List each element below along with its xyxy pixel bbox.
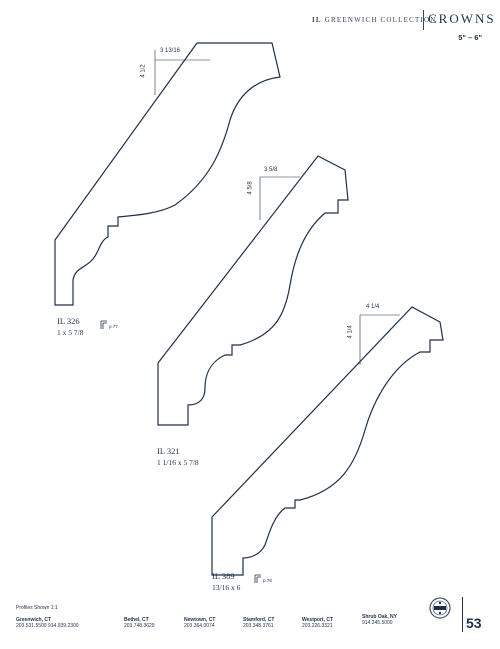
location-westport: Westport, CT 203.226.3321: [302, 617, 333, 629]
location-city: Bethel, CT: [124, 617, 149, 623]
profile-code-326: IL 326: [57, 316, 80, 326]
profile-size-321: 1 1/16 x 5 7/8: [157, 458, 199, 467]
brand-mark: IL: [312, 16, 322, 24]
location-shrub-oak: Shrub Oak, NY 914.245.5000: [362, 614, 397, 626]
size-range: 5" – 6": [458, 33, 482, 42]
profile-code-321: IL 321: [157, 446, 180, 456]
location-bethel: Bethel, CT 203.748.3629: [124, 617, 155, 629]
location-phone: 203.748.3629: [124, 623, 155, 629]
location-phone: 203.364.0074: [184, 623, 215, 629]
location-city: Newtown, CT: [184, 617, 216, 623]
location-newtown: Newtown, CT 203.364.0074: [184, 617, 215, 629]
dim-width-326: 3 13/16: [160, 48, 181, 54]
location-city: Stamford, CT: [243, 617, 275, 623]
collection-name: GREENWICH COLLECTION: [324, 16, 437, 24]
location-phone: 203.226.3321: [302, 623, 333, 629]
section-title: CROWNS: [428, 11, 496, 26]
profile-code-389: IL 389: [212, 571, 235, 581]
page-ref-389[interactable]: p.78: [263, 578, 272, 583]
profile-il389-outline: [211, 306, 444, 576]
page-ref-icon: [100, 320, 107, 329]
profile-il321-outline: [157, 155, 349, 426]
header-divider: [423, 10, 424, 30]
profile-size-389: 13/16 x 6: [212, 583, 241, 592]
location-phone: 203.348.3761: [243, 623, 274, 629]
dim-height-326: 4 1/2: [140, 64, 147, 78]
dim-width-321: 3 5/8: [264, 167, 278, 173]
scale-note: Profiles Shown 1:1: [16, 605, 58, 611]
location-phone: 914.245.5000: [362, 620, 393, 626]
company-seal-icon: [429, 597, 451, 619]
location-city: Greenwich, CT: [16, 617, 52, 623]
page-number: 53: [466, 615, 482, 631]
location-stamford: Stamford, CT 203.348.3761: [243, 617, 274, 629]
dim-height-389: 4 1/4: [347, 325, 354, 339]
page-number-divider: [462, 597, 463, 632]
location-city: Shrub Oak, NY: [362, 614, 398, 620]
location-city: Westport, CT: [302, 617, 334, 623]
page-ref-326[interactable]: p.77: [109, 324, 118, 329]
location-phone: 203.531.5500 914.939.2300: [16, 623, 79, 629]
dim-width-389: 4 1/4: [366, 304, 380, 310]
dim-height-321: 4 5/8: [247, 181, 254, 195]
profile-il326-outline: [54, 42, 281, 306]
page-ref-icon: [254, 574, 261, 583]
profile-size-326: 1 x 5 7/8: [57, 328, 84, 337]
location-greenwich: Greenwich, CT 203.531.5500 914.939.2300: [16, 617, 79, 629]
